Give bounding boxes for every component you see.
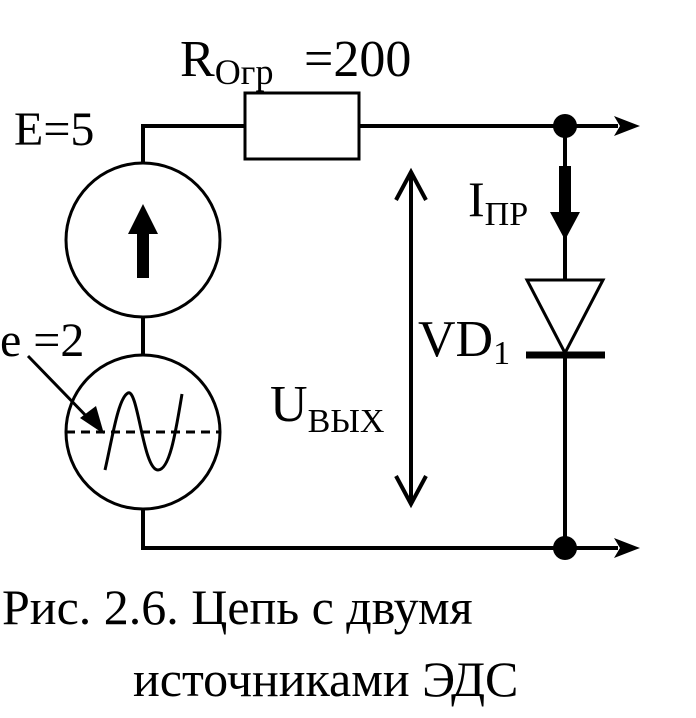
resistor-label: RОгр	[180, 31, 273, 92]
figure-caption-line-1: Рис. 2.6. Цепь с двумя	[2, 579, 473, 635]
top-output-arrow	[614, 116, 640, 136]
resistor-value: =200	[304, 31, 411, 88]
ac-pointer-arrow-icon	[80, 406, 104, 434]
figure-caption-line-2: источниками ЭДС	[133, 651, 518, 707]
ac-source-label: e =2	[0, 314, 84, 367]
diode-label: VD1	[418, 311, 510, 372]
sine-wave-icon	[103, 391, 184, 472]
bottom-node-dot	[553, 536, 577, 560]
dc-source-arrow-icon	[128, 204, 158, 278]
top-wire	[141, 124, 245, 163]
voltage-double-arrow-icon	[394, 167, 428, 509]
top-node-dot	[553, 114, 577, 138]
current-label: IПР	[468, 171, 528, 233]
dc-source-label: E=5	[14, 103, 94, 156]
voltage-label: UВЫХ	[270, 376, 384, 440]
resistor	[243, 91, 361, 161]
bottom-output-arrow	[614, 538, 640, 558]
ac-pointer-line	[26, 354, 94, 424]
bottom-wire	[141, 509, 618, 550]
current-arrow-icon	[550, 166, 580, 240]
diode-triangle	[524, 278, 606, 357]
